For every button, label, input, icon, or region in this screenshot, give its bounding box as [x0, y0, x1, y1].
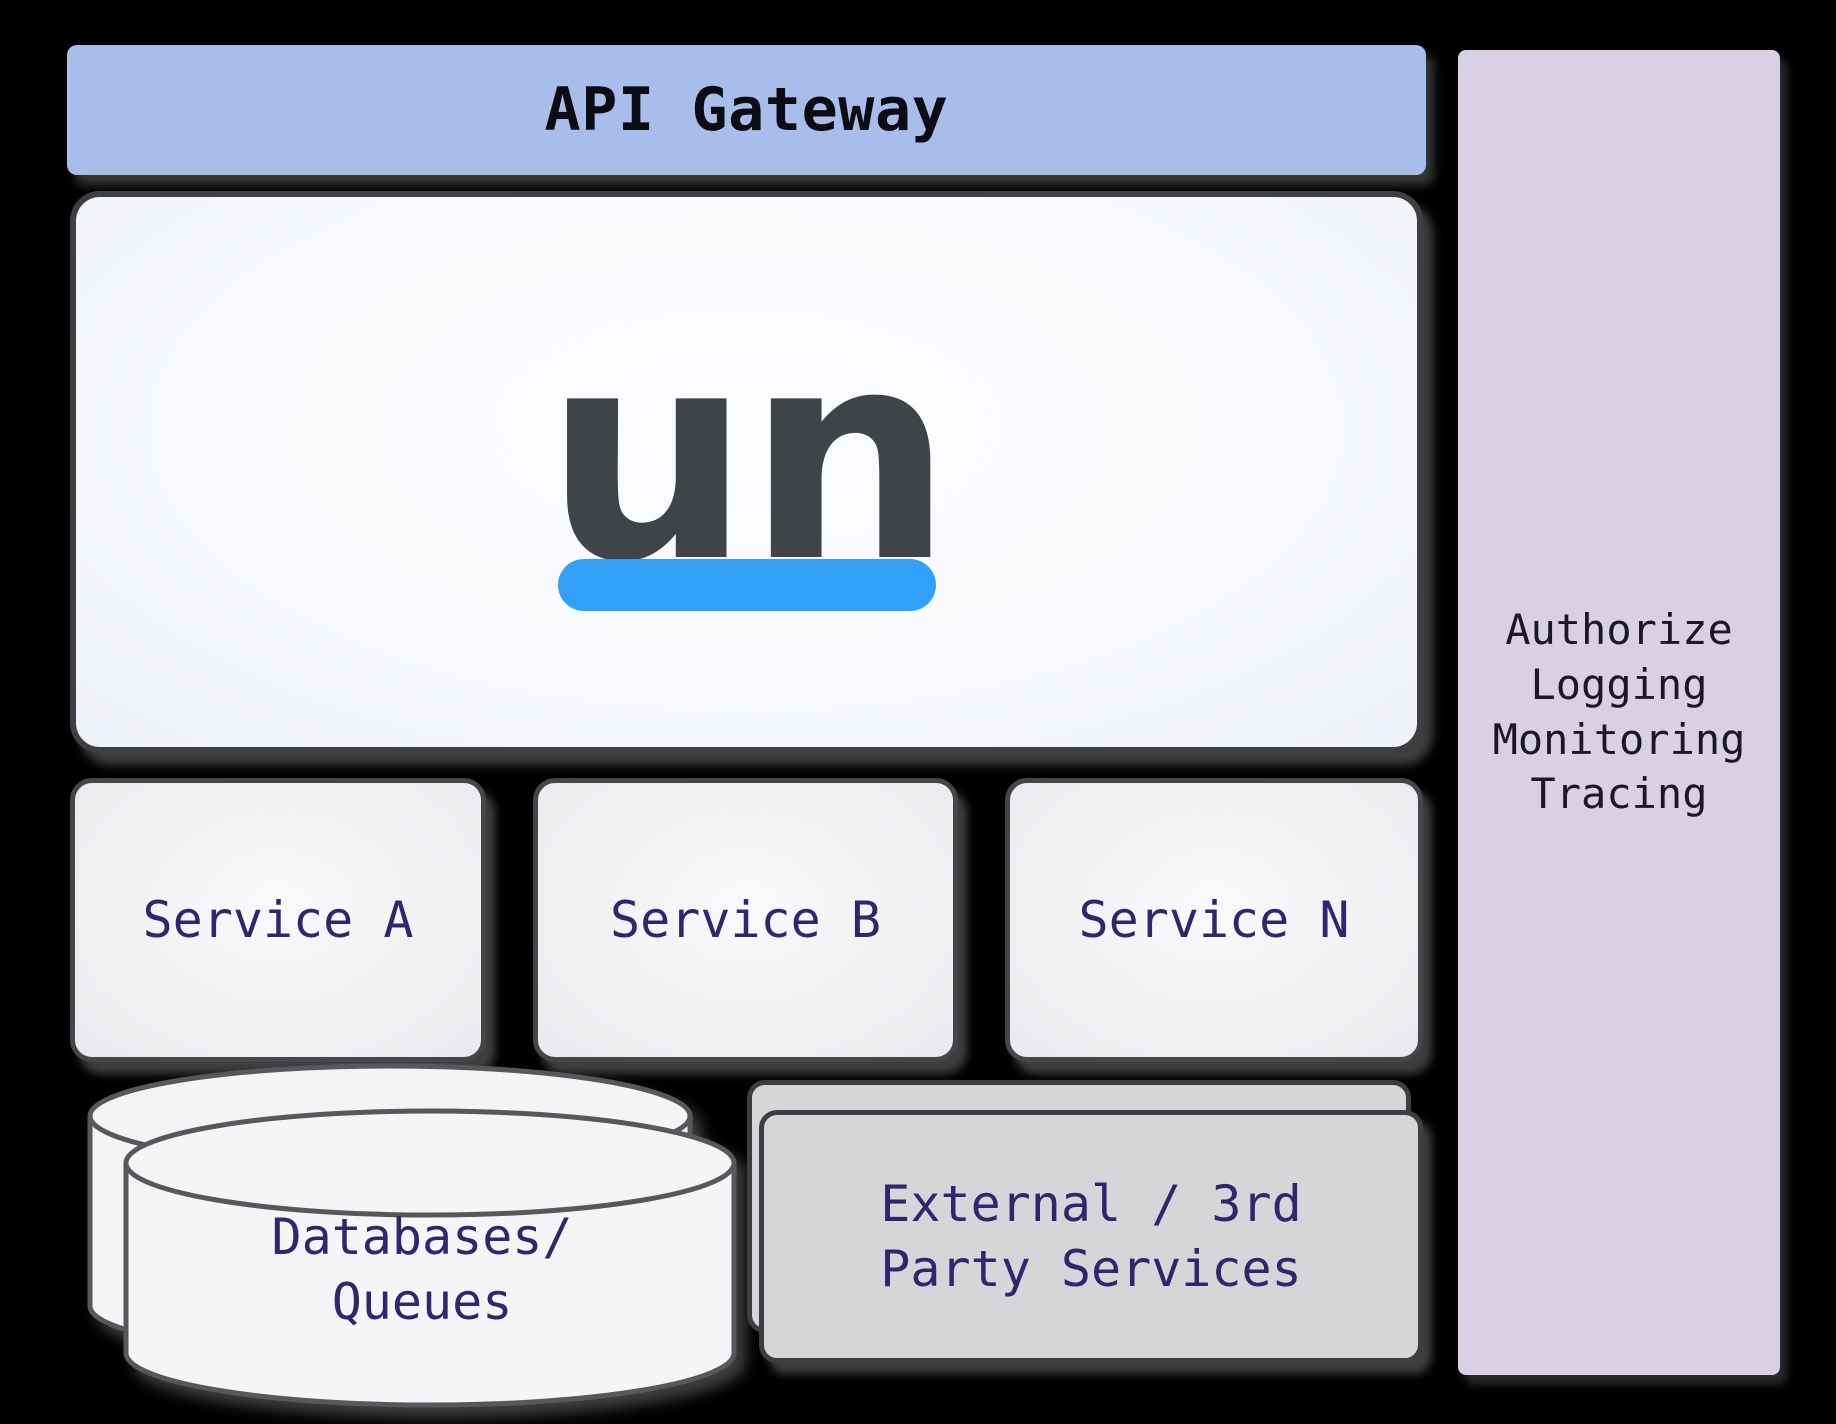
service-n-label: Service N [1078, 891, 1350, 949]
sidebar-item-tracing: Tracing [1530, 769, 1708, 819]
api-gateway-label: API Gateway [544, 75, 949, 145]
external-label-line1: External / 3rd [880, 1174, 1302, 1233]
cross-cutting-sidebar: Authorize Logging Monitoring Tracing [1458, 50, 1780, 1375]
external-services-box: External / 3rd Party Services [759, 1110, 1423, 1363]
external-label-line2: Party Services [880, 1239, 1302, 1298]
sidebar-item-monitoring: Monitoring [1492, 714, 1746, 764]
databases-queues-group: Databases/ Queues [78, 1058, 758, 1424]
gateway-panel: un [70, 191, 1423, 753]
databases-label-line1: Databases/ [271, 1208, 573, 1266]
service-n-box: Service N [1005, 778, 1423, 1062]
service-b-box: Service B [533, 778, 958, 1062]
sidebar-item-authorize: Authorize [1505, 605, 1733, 655]
sidebar-item-logging: Logging [1530, 659, 1708, 709]
undraw-logo-text: un [544, 288, 953, 626]
service-a-label: Service A [142, 891, 414, 949]
service-b-label: Service B [610, 891, 881, 949]
undraw-logo: un [544, 288, 953, 626]
databases-queues-label: Databases/ Queues [118, 1190, 726, 1350]
database-cylinder-icon [87, 1063, 737, 1408]
api-gateway-header: API Gateway [67, 45, 1426, 175]
logo-underline [557, 559, 936, 612]
databases-label-line2: Queues [331, 1273, 513, 1331]
service-a-box: Service A [70, 778, 486, 1062]
